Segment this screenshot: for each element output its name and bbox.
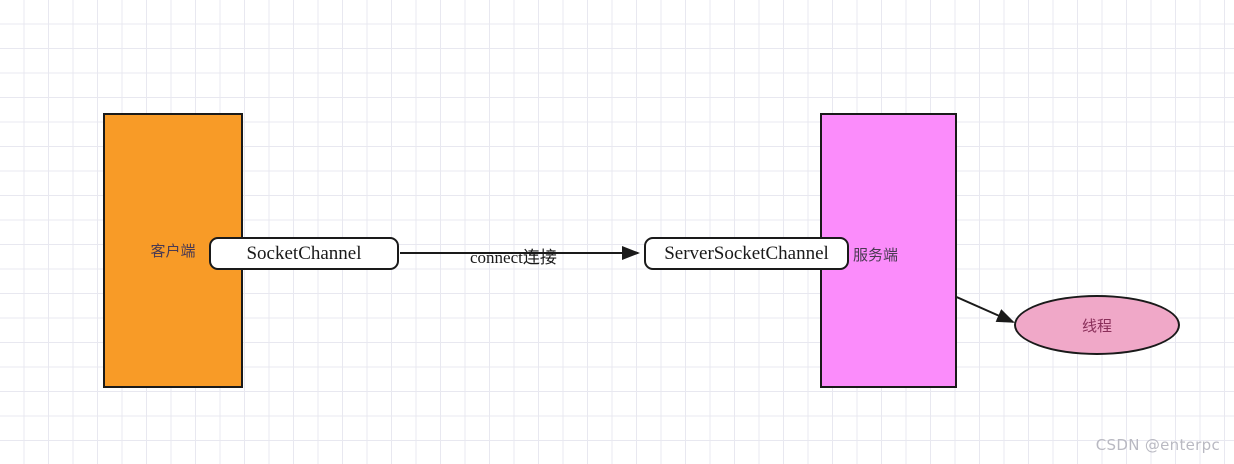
server-box-label: 服务端 <box>853 246 899 264</box>
server-socket-channel-label: ServerSocketChannel <box>664 242 829 264</box>
watermark: CSDN @enterpc <box>1095 436 1220 454</box>
socket-channel-node[interactable]: SocketChannel <box>209 237 399 270</box>
edge-connect-label: connect连接 <box>470 248 557 267</box>
socket-channel-label: SocketChannel <box>246 242 362 264</box>
thread-label: 线程 <box>1081 316 1112 335</box>
client-box-label: 客户端 <box>150 242 196 260</box>
server-socket-channel-node[interactable]: ServerSocketChannel <box>644 237 849 270</box>
thread-node[interactable]: 线程 <box>1014 295 1180 355</box>
